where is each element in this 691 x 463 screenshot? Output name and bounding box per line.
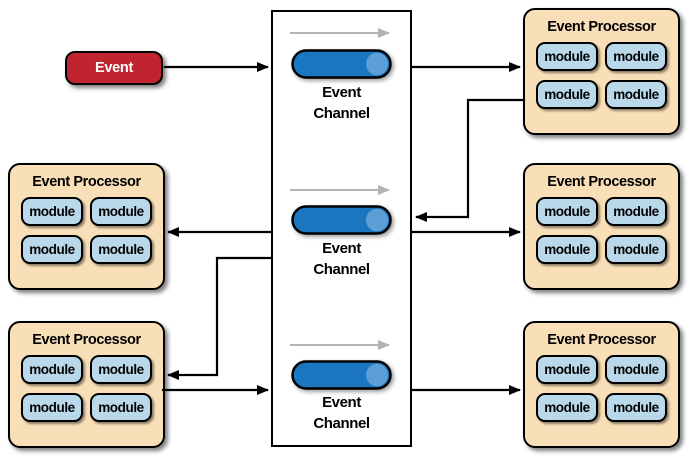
processor-title: Event Processor [547, 19, 656, 35]
connector-top-right-to-channel2 [415, 98, 523, 222]
module: module [605, 355, 667, 384]
module: module [21, 197, 83, 226]
module-grid: module module module module [525, 348, 678, 422]
event-box: Event [65, 51, 163, 85]
channel-label-3: Event Channel [313, 394, 370, 432]
module: module [536, 355, 598, 384]
module-grid: module module module module [525, 35, 678, 109]
module: module [605, 393, 667, 422]
module: module [605, 80, 667, 109]
module: module [536, 80, 598, 109]
module: module [90, 393, 152, 422]
module: module [90, 197, 152, 226]
module: module [21, 393, 83, 422]
channel-label-1: Event Channel [313, 84, 370, 122]
module: module [536, 197, 598, 226]
module: module [536, 393, 598, 422]
module: module [605, 197, 667, 226]
channel-cylinder-2 [291, 205, 392, 235]
module: module [605, 42, 667, 71]
channel-label-2: Event Channel [313, 240, 370, 278]
module: module [21, 235, 83, 264]
module: module [536, 235, 598, 264]
processor-middle-right: Event Processor module module module mod… [523, 163, 680, 290]
module-grid: module module module module [10, 348, 163, 422]
module-grid: module module module module [525, 190, 678, 264]
processor-title: Event Processor [32, 174, 141, 190]
module: module [90, 235, 152, 264]
module: module [605, 235, 667, 264]
processor-title: Event Processor [547, 332, 656, 348]
connector-channel2-to-bottom-left [167, 256, 272, 380]
processor-title: Event Processor [32, 332, 141, 348]
module: module [536, 42, 598, 71]
event-label: Event [95, 60, 133, 76]
module: module [21, 355, 83, 384]
processor-bottom-left: Event Processor module module module mod… [8, 321, 165, 448]
module-grid: module module module module [10, 190, 163, 264]
processor-title: Event Processor [547, 174, 656, 190]
processor-middle-left: Event Processor module module module mod… [8, 163, 165, 290]
processor-bottom-right: Event Processor module module module mod… [523, 321, 680, 448]
channel-cylinder-3 [291, 360, 392, 390]
processor-top-right: Event Processor module module module mod… [523, 8, 680, 135]
channel-cylinder-1 [291, 49, 392, 79]
module: module [90, 355, 152, 384]
